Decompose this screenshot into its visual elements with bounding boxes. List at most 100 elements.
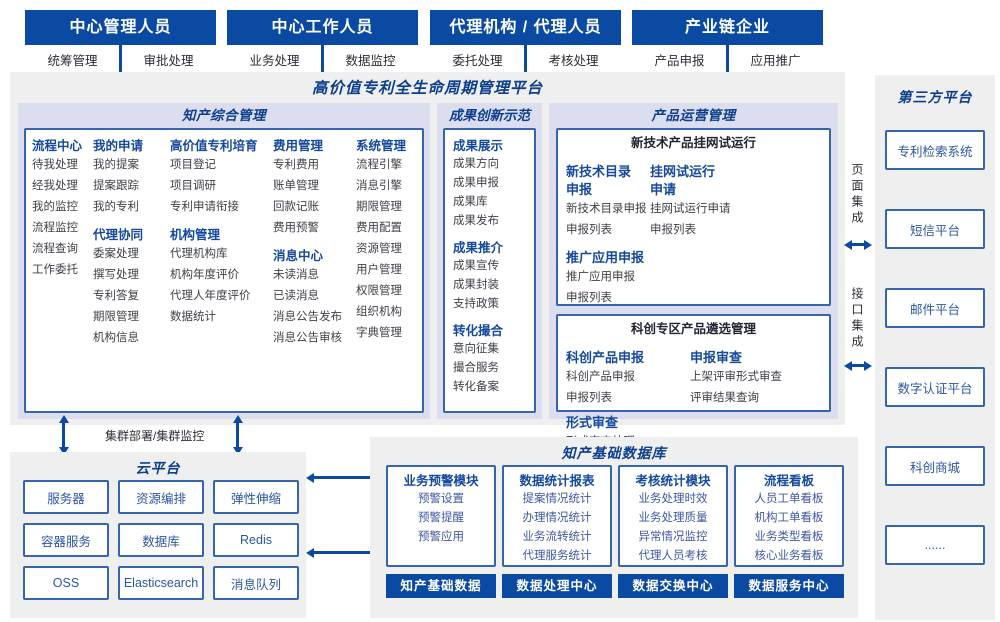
third-party-box: 专利检索系统 bbox=[885, 130, 985, 170]
group-title: 推广应用申报 bbox=[566, 250, 645, 265]
menu-item: 机构工单看板 bbox=[754, 512, 824, 524]
menu-item: 我的监控 bbox=[32, 201, 78, 213]
section-achievement-demo: 成果创新示范 成果展示成果方向成果申报成果库成果发布成果推介成果宣传成果封装支持… bbox=[437, 103, 542, 419]
module-group: 科创产品申报科创产品申报申报列表 bbox=[566, 341, 690, 409]
sci-innovation-box: 科创专区产品遴选管理 科创产品申报科创产品申报申报列表申报审查上架评审形式审查评… bbox=[556, 314, 831, 412]
menu-item: 提案跟踪 bbox=[93, 180, 139, 192]
menu-item: 专利费用 bbox=[273, 159, 319, 171]
menu-item: 专利答复 bbox=[93, 290, 139, 302]
cloud-service-box: 弹性伸缩 bbox=[213, 480, 299, 514]
role-header: 中心工作人员 bbox=[227, 10, 418, 45]
menu-item: 成果库 bbox=[453, 196, 488, 208]
module-column: 费用管理专利费用账单管理回款记账费用预警消息中心未读消息已读消息消息公告发布消息… bbox=[273, 137, 353, 349]
third-party-list: 专利检索系统短信平台邮件平台数字认证平台科创商城...... bbox=[875, 130, 995, 565]
double-arrow-horizontal-icon bbox=[844, 360, 872, 371]
menu-item: 数据统计 bbox=[170, 311, 216, 323]
menu-item: 撰写处理 bbox=[93, 269, 139, 281]
module-group: 挂网试运行申请挂网试运行申请申报列表 bbox=[650, 155, 754, 241]
role-function-label: 业务处理 bbox=[249, 53, 300, 68]
sci-innovation-groups: 科创产品申报科创产品申报申报列表申报审查上架评审形式审查评审结果查询 bbox=[558, 339, 829, 409]
group-title: 我的申请 bbox=[93, 139, 144, 153]
menu-item: 成果申报 bbox=[453, 177, 499, 189]
role-function-label: 应用推广 bbox=[750, 53, 801, 68]
role-block-center-admin: 中心管理人员 统筹管理 审批处理 bbox=[25, 10, 216, 83]
third-party-panel: 第三方平台 专利检索系统短信平台邮件平台数字认证平台科创商城...... bbox=[875, 75, 995, 620]
double-arrow-horizontal-icon bbox=[844, 239, 872, 250]
group-title: 代理协同 bbox=[93, 228, 144, 242]
menu-item: 上架评审形式审查 bbox=[690, 371, 782, 383]
menu-item: 待我处理 bbox=[32, 159, 78, 171]
menu-item: 核心业务看板 bbox=[754, 550, 824, 562]
menu-item: 流程引擎 bbox=[356, 159, 402, 171]
role-functions: 统筹管理 审批处理 bbox=[25, 37, 216, 83]
menu-item: 意向征集 bbox=[453, 343, 499, 355]
role-block-agency: 代理机构 / 代理人员 委托处理 考核处理 bbox=[430, 10, 621, 83]
role-function-label: 委托处理 bbox=[452, 53, 503, 68]
section-ip-management: 知产综合管理 流程中心待我处理经我处理我的监控流程监控流程查询工作委托我的申请我… bbox=[18, 103, 430, 419]
role-function-label: 数据监控 bbox=[345, 53, 396, 68]
role-function-label: 考核处理 bbox=[548, 53, 599, 68]
menu-item: 机构年度评价 bbox=[170, 269, 239, 281]
menu-item: 预警设置 bbox=[418, 493, 464, 505]
cloud-service-box: 容器服务 bbox=[23, 523, 109, 557]
role-function-label: 审批处理 bbox=[143, 53, 194, 68]
ip-management-columns: 流程中心待我处理经我处理我的监控流程监控流程查询工作委托我的申请我的提案提案跟踪… bbox=[26, 130, 422, 356]
group-title: 高价值专利培育 bbox=[170, 139, 258, 153]
api-integration-label: 接口集成 bbox=[850, 287, 864, 351]
module-column: 流程中心待我处理经我处理我的监控流程监控流程查询工作委托 bbox=[32, 137, 90, 349]
menu-item: 业务类型看板 bbox=[754, 531, 824, 543]
menu-item: 人员工单看板 bbox=[754, 493, 824, 505]
double-arrow-vertical-icon bbox=[232, 415, 243, 455]
cloud-service-box: 服务器 bbox=[23, 480, 109, 514]
menu-item: 申报列表 bbox=[650, 224, 696, 236]
group-title: 转化撮合 bbox=[453, 324, 504, 338]
menu-item: 账单管理 bbox=[273, 180, 319, 192]
third-party-box: 短信平台 bbox=[885, 209, 985, 249]
third-party-box: 邮件平台 bbox=[885, 288, 985, 328]
menu-item: 科创产品申报 bbox=[566, 371, 635, 383]
menu-item: 专利申请衔接 bbox=[170, 201, 239, 213]
role-function-label: 产品申报 bbox=[654, 53, 705, 68]
menu-item: 代理机构库 bbox=[170, 248, 228, 260]
menu-item: 期限管理 bbox=[356, 201, 402, 213]
database-module-box: 流程看板人员工单看板机构工单看板业务类型看板核心业务看板 bbox=[734, 465, 844, 567]
double-arrow-vertical-icon bbox=[58, 415, 69, 455]
menu-item: 挂网试运行申请 bbox=[650, 203, 731, 215]
group-title: 系统管理 bbox=[356, 139, 407, 153]
cloud-service-box: OSS bbox=[23, 566, 109, 600]
role-function-label: 统筹管理 bbox=[47, 53, 98, 68]
cloud-platform-title: 云平台 bbox=[135, 460, 181, 476]
group-title: 成果推介 bbox=[453, 241, 504, 255]
menu-item: 成果发布 bbox=[453, 215, 499, 227]
section-title: 知产综合管理 bbox=[182, 108, 266, 123]
menu-item: 新技术目录申报 bbox=[566, 203, 647, 215]
page-integration-label: 页面集成 bbox=[850, 163, 864, 227]
menu-item: 支持政策 bbox=[453, 298, 499, 310]
group-title: 费用管理 bbox=[273, 139, 324, 153]
menu-item: 成果方向 bbox=[453, 158, 499, 170]
menu-item: 项目调研 bbox=[170, 180, 216, 192]
menu-item: 工作委托 bbox=[32, 264, 78, 276]
menu-item: 我的提案 bbox=[93, 159, 139, 171]
group-title: 流程看板 bbox=[763, 474, 814, 488]
group-title: 成果展示 bbox=[453, 139, 504, 153]
menu-item: 提案情况统计 bbox=[522, 493, 592, 505]
menu-item: 代理人员考核 bbox=[638, 550, 708, 562]
module-column: 我的申请我的提案提案跟踪我的专利代理协同委案处理撰写处理专利答复期限管理机构信息 bbox=[93, 137, 167, 349]
group-title: 新技术目录申报 bbox=[566, 164, 632, 197]
achievement-groups: 成果展示成果方向成果申报成果库成果发布成果推介成果宣传成果封装支持政策转化撮合意… bbox=[445, 130, 534, 397]
menu-item: 资源管理 bbox=[356, 243, 402, 255]
cloud-service-box: Redis bbox=[213, 523, 299, 557]
menu-item: 申报列表 bbox=[566, 292, 612, 304]
menu-item: 机构信息 bbox=[93, 332, 139, 344]
role-functions: 业务处理 数据监控 bbox=[227, 37, 418, 83]
module-group: 新技术目录申报新技术目录申报申报列表 bbox=[566, 155, 650, 241]
menu-item: 消息公告发布 bbox=[273, 311, 342, 323]
menu-item: 业务处理质量 bbox=[638, 512, 708, 524]
database-module: 流程看板人员工单看板机构工单看板业务类型看板核心业务看板数据服务中心 bbox=[734, 465, 844, 598]
menu-item: 字典管理 bbox=[356, 327, 402, 339]
group-title: 考核统计模块 bbox=[635, 474, 711, 488]
cloud-service-box: 资源编排 bbox=[118, 480, 204, 514]
